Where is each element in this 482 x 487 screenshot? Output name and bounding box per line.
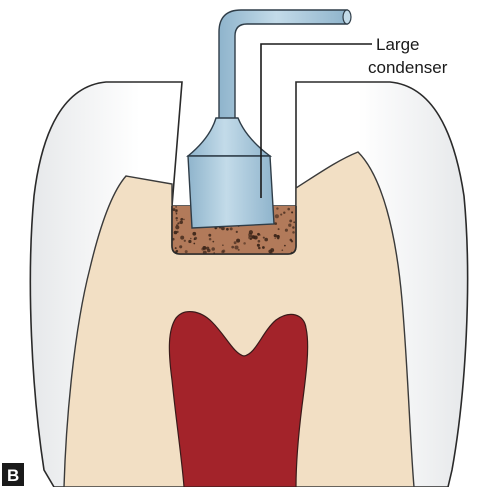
panel-label: B (7, 466, 19, 485)
condenser-neck (188, 118, 270, 156)
panel-label-badge: B (2, 463, 24, 486)
annotation-label-line2: condenser (368, 58, 448, 77)
condenser-shank-end (343, 10, 351, 24)
annotation-label-line1: Large (376, 35, 419, 54)
